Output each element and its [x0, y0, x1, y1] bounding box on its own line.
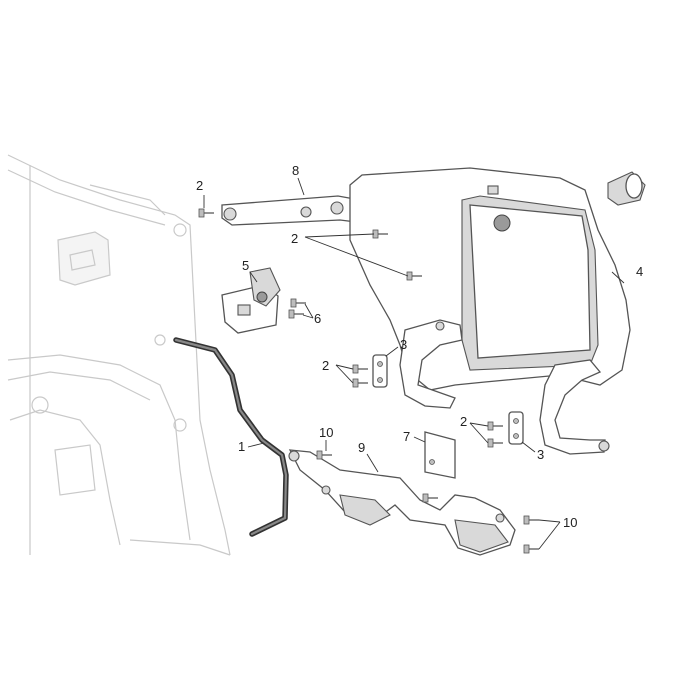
bracket-plate-left [372, 354, 388, 388]
callout-2-hinge: 2 [291, 231, 298, 246]
cover-plate-part [424, 431, 456, 479]
callout-9: 9 [358, 440, 365, 455]
callout-10-bottom: 10 [563, 515, 577, 530]
compartment-cover-part [349, 167, 631, 455]
screw-part [523, 515, 539, 525]
callout-labels: 2 8 2 5 6 4 2 3 1 10 9 7 2 3 10 [196, 163, 643, 530]
screw-part [352, 364, 368, 374]
lower-panel-part [288, 449, 516, 556]
leader-lines [203, 177, 625, 550]
screw-part [290, 298, 306, 308]
callout-10-top: 10 [319, 425, 333, 440]
bracket-plate-right [508, 411, 524, 445]
plug-cap-part [607, 171, 646, 206]
screw-part [316, 450, 332, 460]
callout-6: 6 [314, 311, 321, 326]
callout-3-left: 3 [400, 337, 407, 352]
seal-strip-part [173, 337, 289, 537]
callout-5: 5 [242, 258, 249, 273]
screw-part [352, 378, 368, 388]
callout-4: 4 [636, 264, 643, 279]
callout-2-left-bracket: 2 [322, 358, 329, 373]
screw-part [487, 438, 503, 448]
callout-1: 1 [238, 439, 245, 454]
screw-part [198, 208, 214, 218]
callout-2-right-bracket: 2 [460, 414, 467, 429]
callout-8: 8 [292, 163, 299, 178]
callout-7: 7 [403, 429, 410, 444]
screw-part [422, 493, 438, 503]
callout-2-top-left: 2 [196, 178, 203, 193]
screw-part [288, 309, 304, 319]
latch-lock-part [221, 267, 281, 334]
vehicle-body-ghost [7, 154, 231, 556]
screw-part [487, 421, 503, 431]
screw-part [523, 544, 539, 554]
callout-3-right: 3 [537, 447, 544, 462]
